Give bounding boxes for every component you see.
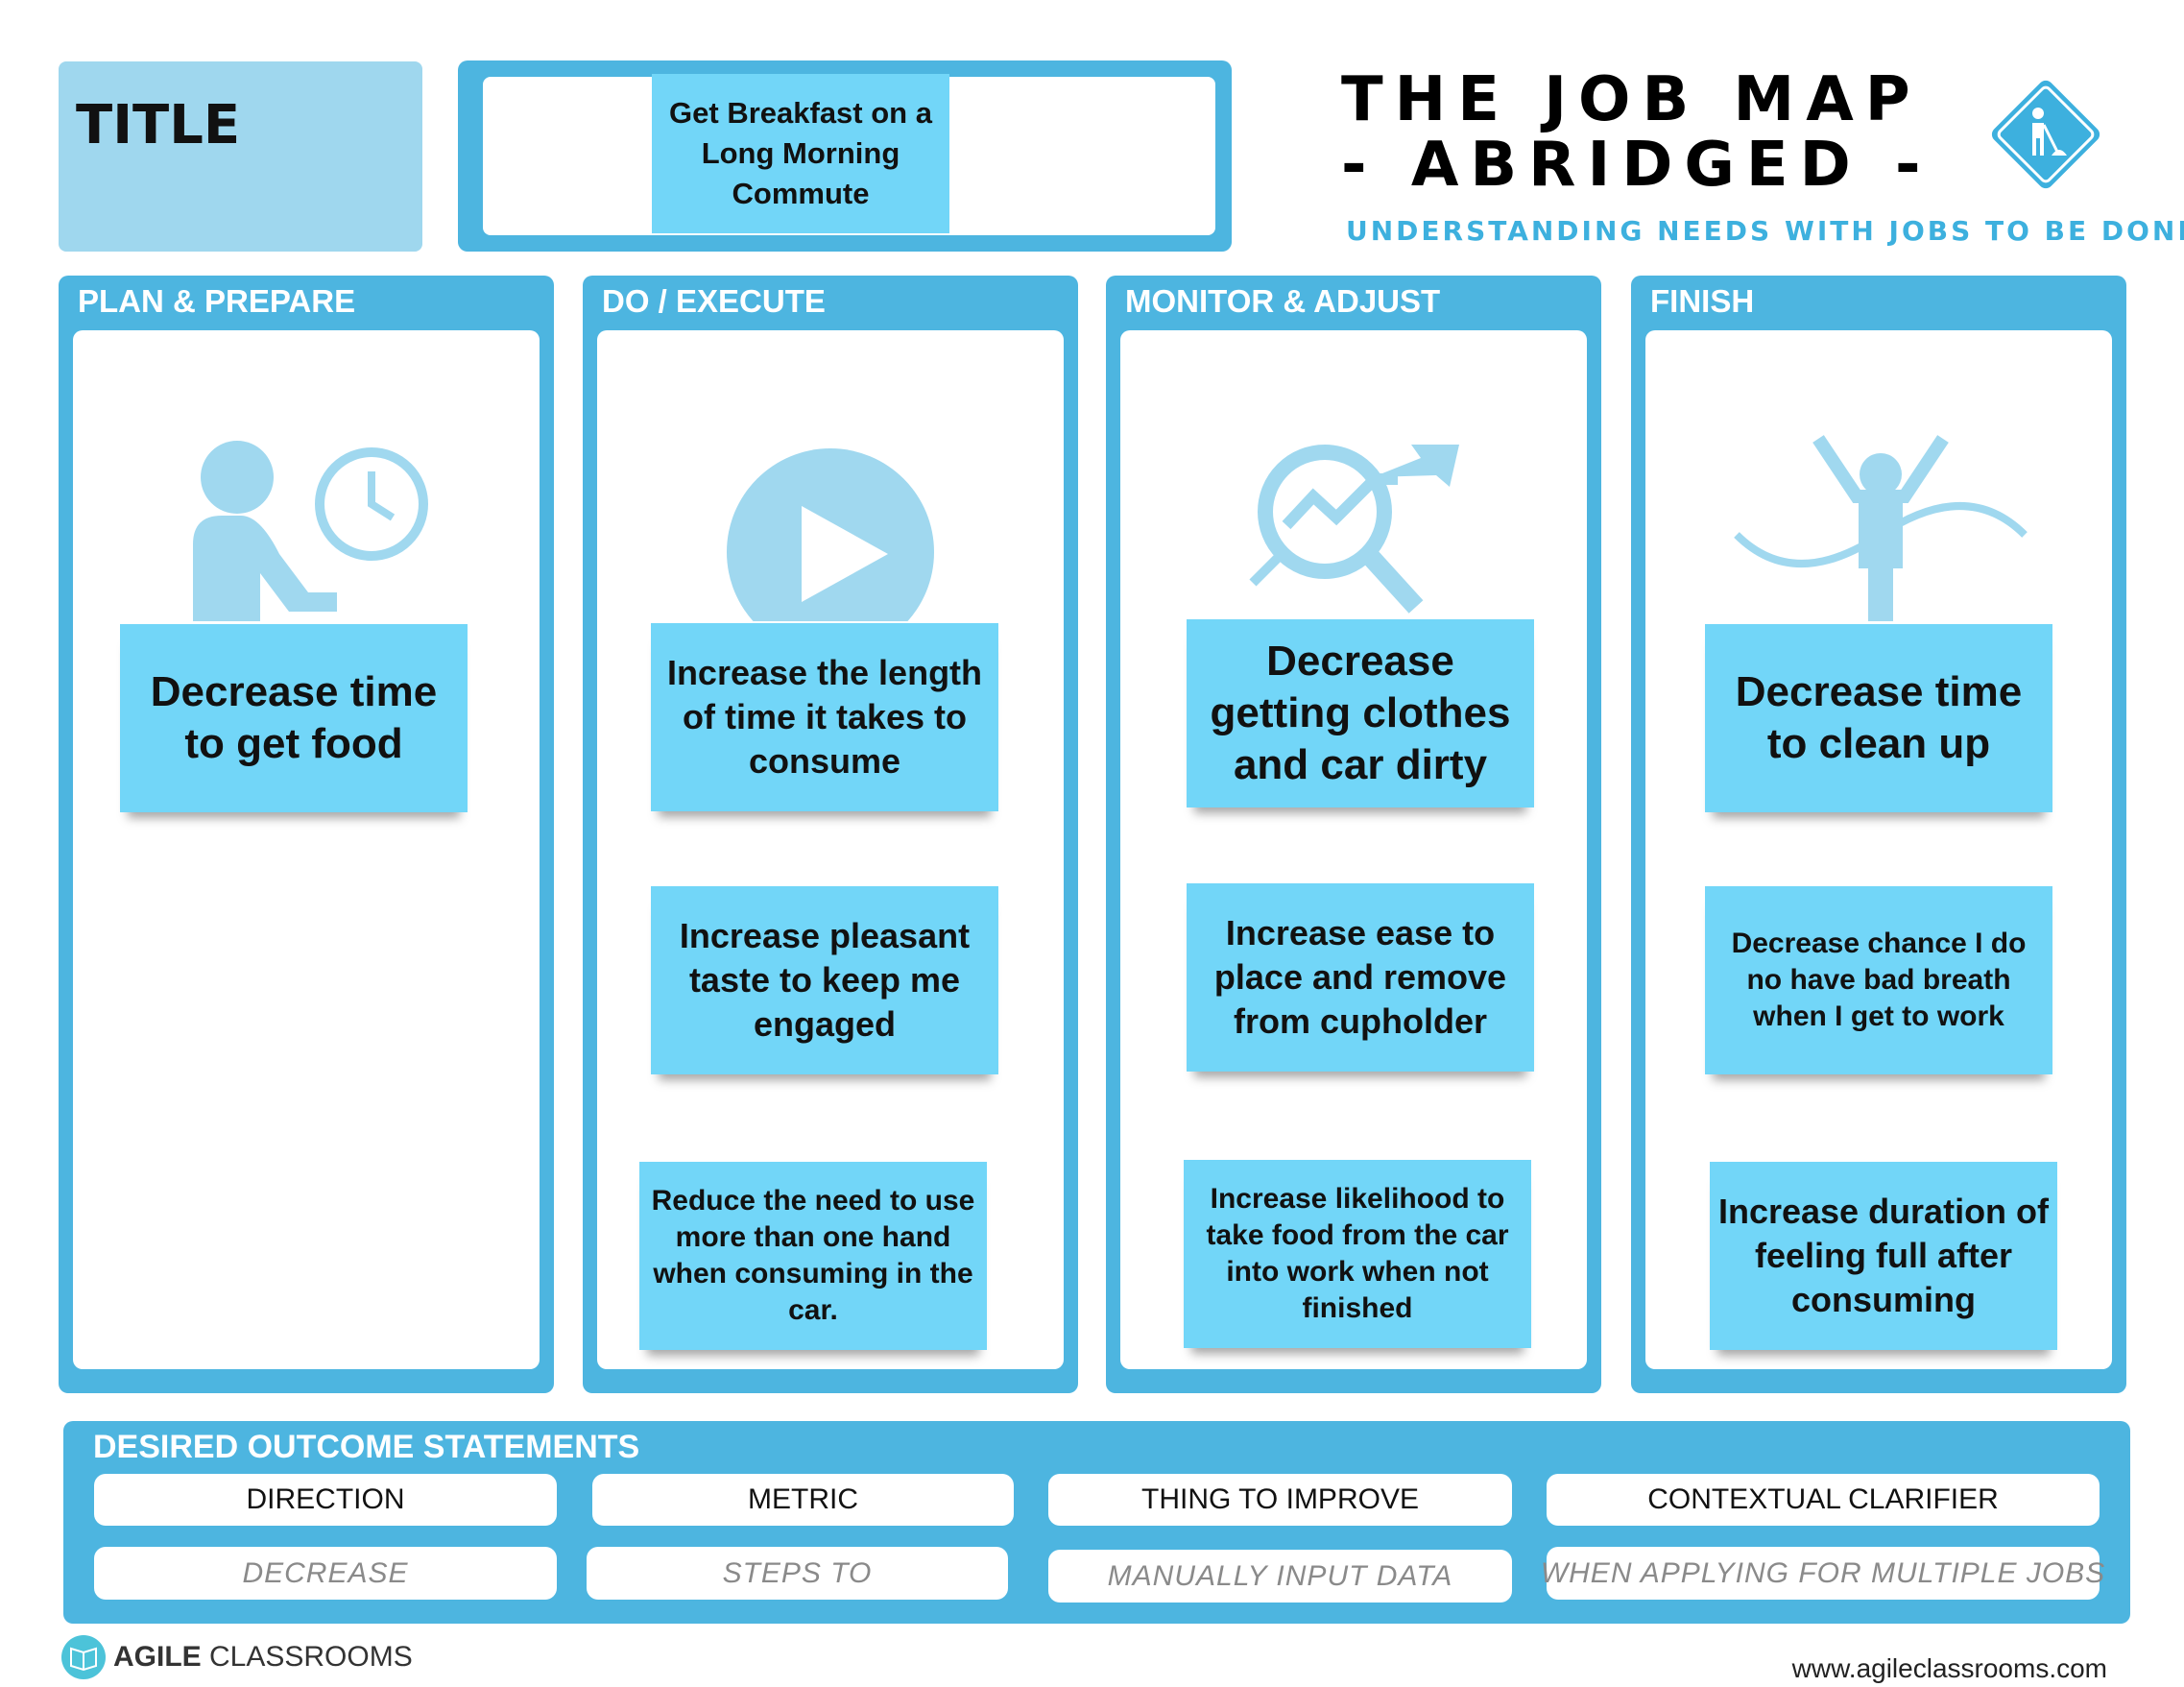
brand-rest: CLASSROOMS: [209, 1641, 413, 1673]
column-finish: FINISH Decrease time to clean up Decreas…: [1631, 276, 2126, 1393]
column-do-execute: DO / EXECUTE Increase the length of time…: [583, 276, 1078, 1393]
sticky-note[interactable]: Increase pleasant taste to keep me engag…: [651, 886, 998, 1074]
brand-subtitle: UNDERSTANDING NEEDS WITH JOBS TO BE DONE: [1346, 215, 2184, 247]
sticky-note[interactable]: Decrease time to clean up: [1705, 624, 2052, 812]
website-link[interactable]: www.agileclassrooms.com: [1791, 1653, 2107, 1683]
book-icon: [61, 1635, 106, 1679]
column-header: FINISH: [1650, 283, 1755, 319]
brand-title: THE JOB MAP - ABRIDGED -: [1341, 67, 1932, 198]
metric-input[interactable]: STEPS TO: [587, 1547, 1008, 1600]
column-body: [73, 330, 540, 1369]
thing-to-improve-input[interactable]: MANUALLY INPUT DATA: [1048, 1550, 1512, 1603]
sticky-note[interactable]: Decrease time to get food: [120, 624, 468, 812]
outcome-header: DESIRED OUTCOME STATEMENTS: [93, 1429, 640, 1465]
title-label-box: TITLE: [59, 61, 422, 252]
column-header: MONITOR & ADJUST: [1125, 283, 1441, 319]
sticky-note[interactable]: Reduce the need to use more than one han…: [639, 1162, 987, 1350]
column-header: PLAN & PREPARE: [78, 283, 356, 319]
worker-sign-icon: [1991, 80, 2100, 189]
sticky-note[interactable]: Increase the length of time it takes to …: [651, 623, 998, 811]
contextual-clarifier-header: CONTEXTUAL CLARIFIER: [1547, 1474, 2100, 1526]
brand-title-line2: - ABRIDGED -: [1341, 130, 1932, 201]
column-monitor-adjust: MONITOR & ADJUST Decrease getting clothe…: [1106, 276, 1601, 1393]
title-label: TITLE: [76, 94, 241, 157]
brand-bold: AGILE: [113, 1641, 202, 1673]
sticky-note[interactable]: Increase duration of feeling full after …: [1710, 1162, 2057, 1350]
job-sticky[interactable]: Get Breakfast on a Long Morning Commute: [652, 74, 949, 233]
metric-header: METRIC: [592, 1474, 1014, 1526]
agile-classrooms-logo: AGILE CLASSROOMS: [61, 1635, 413, 1679]
sticky-note[interactable]: Decrease chance I do no have bad breath …: [1705, 886, 2052, 1074]
play-icon: [727, 448, 934, 621]
sticky-note[interactable]: Increase likelihood to take food from th…: [1184, 1160, 1531, 1348]
thing-to-improve-header: THING TO IMPROVE: [1048, 1474, 1512, 1526]
sticky-note[interactable]: Increase ease to place and remove from c…: [1187, 883, 1534, 1072]
finish-line-icon: [1734, 435, 2028, 621]
sticky-note[interactable]: Decrease getting clothes and car dirty: [1187, 619, 1534, 807]
column-plan-prepare: PLAN & PREPARE Decrease time to get food: [59, 276, 554, 1393]
direction-header: DIRECTION: [94, 1474, 557, 1526]
column-header: DO / EXECUTE: [602, 283, 826, 319]
direction-input[interactable]: DECREASE: [94, 1547, 557, 1600]
contextual-clarifier-input[interactable]: WHEN APPLYING FOR MULTIPLE JOBS: [1541, 1547, 2104, 1600]
desired-outcome-panel: DESIRED OUTCOME STATEMENTS DIRECTION MET…: [63, 1421, 2130, 1624]
magnifier-chart-icon: [1249, 445, 1459, 614]
person-clock-icon: [193, 441, 428, 621]
brand-title-line1: THE JOB MAP: [1341, 64, 1922, 135]
